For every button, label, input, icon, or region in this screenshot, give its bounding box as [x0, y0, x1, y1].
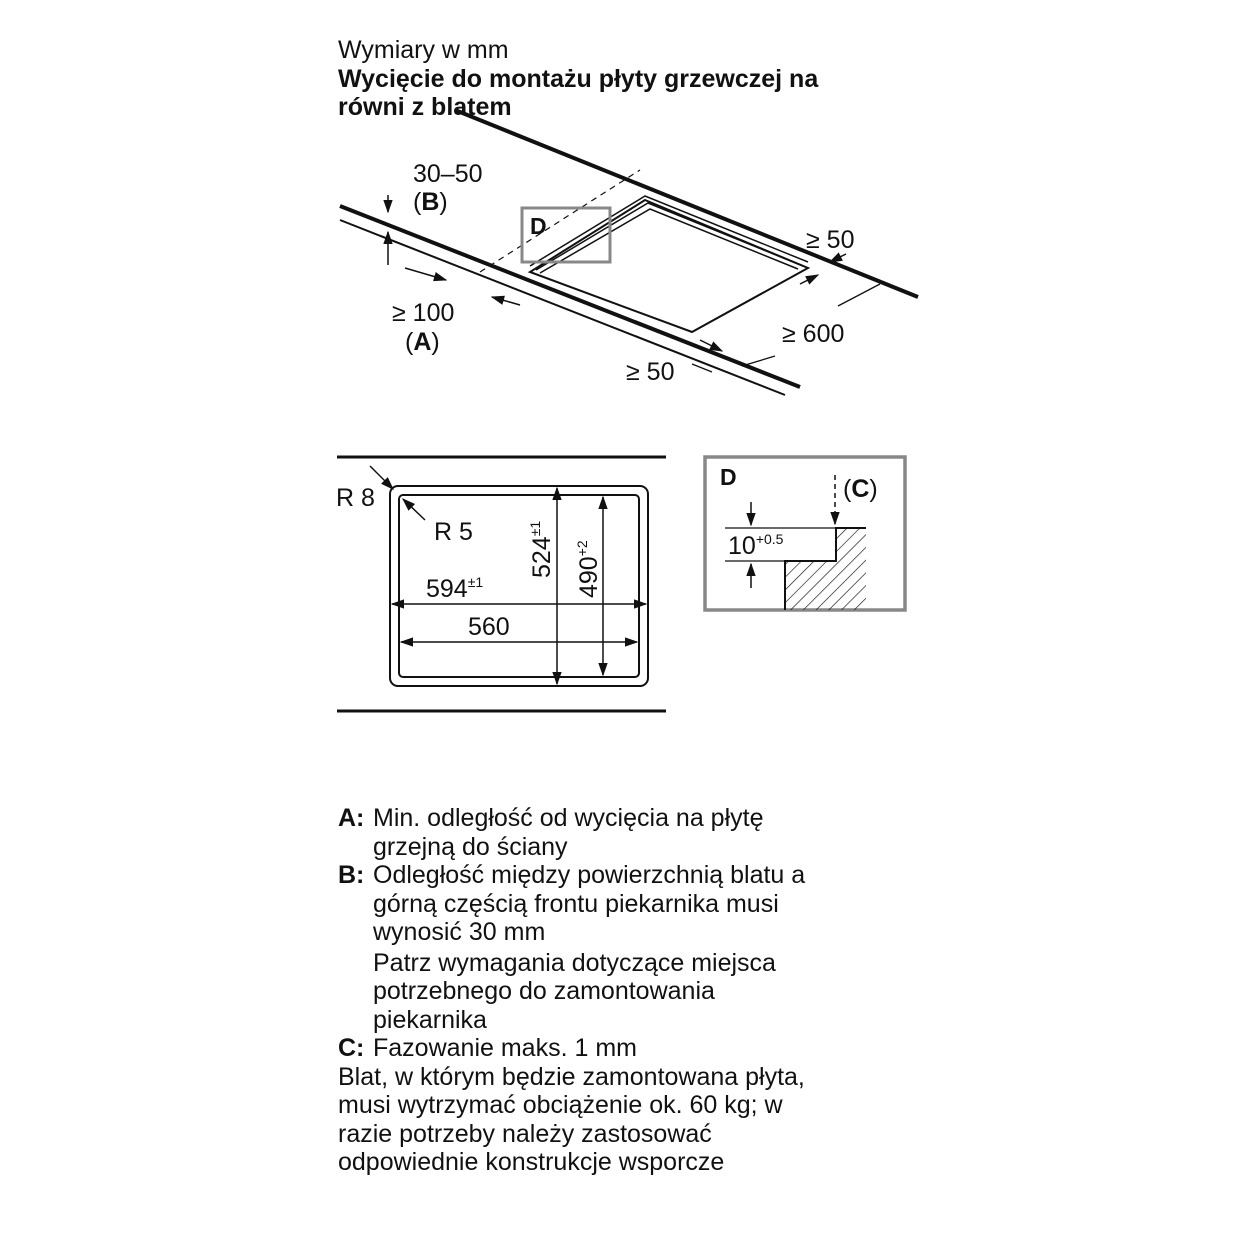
installation-diagram: 30–50 (B) D ≥ 100 (A) ≥ 50 ≥ 600 ≥ 50 R … — [336, 108, 919, 713]
legend-a-line-1: Min. odległość od wycięcia na płytę — [373, 804, 764, 832]
cutout-step-2 — [535, 202, 804, 271]
dim-a-arrow-left — [404, 267, 448, 282]
inner-radius: R 5 — [434, 518, 473, 546]
inner-radius-leader — [402, 498, 426, 521]
cutout-outer-rect — [389, 485, 649, 687]
legend-key-a: A: — [338, 804, 365, 832]
countertop-section-hatch — [785, 528, 866, 610]
legend-c-line-1: Fazowanie maks. 1 mm — [373, 1034, 637, 1062]
inner-depth-label: 490+2 — [574, 540, 603, 598]
label-c: (C) — [843, 475, 878, 503]
legend: A: Min. odległość od wycięcia na płytę g… — [338, 804, 938, 1177]
dim-front-gap: ≥ 50 — [626, 358, 674, 386]
legend-item-c: C: Fazowanie maks. 1 mm — [338, 1034, 938, 1063]
dim-right-gap-arrow-bottom — [799, 274, 820, 285]
dim-depth: ≥ 600 — [782, 320, 844, 348]
dim-right-gap: ≥ 50 — [806, 226, 854, 254]
legend-b-line-4: Patrz wymagania dotyczące miejsca — [373, 948, 776, 977]
top-perspective-view: 30–50 (B) D ≥ 100 (A) ≥ 50 ≥ 600 ≥ 50 — [339, 108, 919, 396]
detail-d-callout-marker: D — [530, 213, 547, 239]
rebate-depth-label: 10+0.5 — [728, 531, 784, 560]
cutout-outline — [527, 198, 811, 334]
detail-d-callout-box — [520, 206, 612, 264]
dim-front-gap-arrow-bottom — [691, 363, 713, 373]
inner-width: 560 — [468, 613, 510, 641]
wall-edge-line — [454, 108, 919, 299]
cutout-plan-view: R 8 R 5 594±1 560 524±1 490+2 — [336, 455, 666, 713]
load-note: Blat, w którym będzie zamontowana płyta,… — [338, 1063, 938, 1177]
detail-d-marker: D — [720, 464, 737, 490]
legend-a-line-2: grzejną do ściany — [373, 832, 568, 861]
dim-b-range: 30–50 — [413, 160, 483, 188]
dim-depth-ext-line — [837, 283, 881, 307]
countertop-front-edge-lower — [339, 219, 786, 396]
dim-wall-gap: ≥ 100 — [392, 299, 454, 327]
legend-b-line-5: potrzebnego do zamontowania — [373, 977, 715, 1005]
note-line-3: razie potrzeby należy zastosować — [338, 1119, 712, 1148]
outer-width-label: 594±1 — [426, 574, 483, 603]
legend-b-line-1: Odległość między powierzchnią blatu a — [373, 861, 806, 889]
countertop-front-edge — [339, 204, 801, 389]
label-a: (A) — [405, 328, 440, 356]
cutout-step-3 — [539, 208, 799, 274]
units-note: Wymiary w mm — [338, 36, 509, 64]
legend-b-line-3: wynosić 30 mm — [373, 918, 546, 946]
note-line-1: Blat, w którym będzie zamontowana płyta, — [338, 1062, 805, 1091]
legend-b-line-6: piekarnika — [373, 1005, 487, 1034]
outer-radius: R 8 — [336, 484, 375, 512]
outer-radius-leader — [369, 465, 394, 490]
dim-depth-ext-line-lower — [741, 355, 776, 367]
outer-depth-label: 524±1 — [527, 521, 556, 578]
legend-item-a: A: Min. odległość od wycięcia na płytę g… — [338, 804, 938, 861]
countertop-section-profile — [784, 527, 866, 610]
legend-b-line-2: górną częścią frontu piekarnika musi — [373, 889, 779, 918]
reference-dashed-line — [479, 169, 641, 273]
dim-right-gap-arrow-top — [828, 252, 847, 263]
detail-d-view: D (C) 10+0.5 — [703, 455, 907, 612]
dim-front-gap-arrow-top — [699, 339, 724, 352]
note-line-2: musi wytrzymać obciążenie ok. 60 kg; w — [338, 1091, 783, 1119]
cutout-inner-rect — [398, 494, 640, 678]
page-title-line-1: Wycięcie do montażu płyty grzewczej na — [338, 65, 819, 93]
cutout-step-1 — [529, 195, 809, 267]
dim-a-arrow-right — [490, 295, 521, 306]
legend-key-c: C: — [338, 1034, 365, 1062]
label-b: (B) — [413, 188, 448, 216]
legend-key-b: B: — [338, 861, 365, 889]
legend-item-b: B: Odległość między powierzchnią blatu a… — [338, 861, 938, 1034]
page-title-line-2: równi z blatem — [338, 93, 512, 121]
note-line-4: odpowiednie konstrukcje wsporcze — [338, 1148, 725, 1176]
